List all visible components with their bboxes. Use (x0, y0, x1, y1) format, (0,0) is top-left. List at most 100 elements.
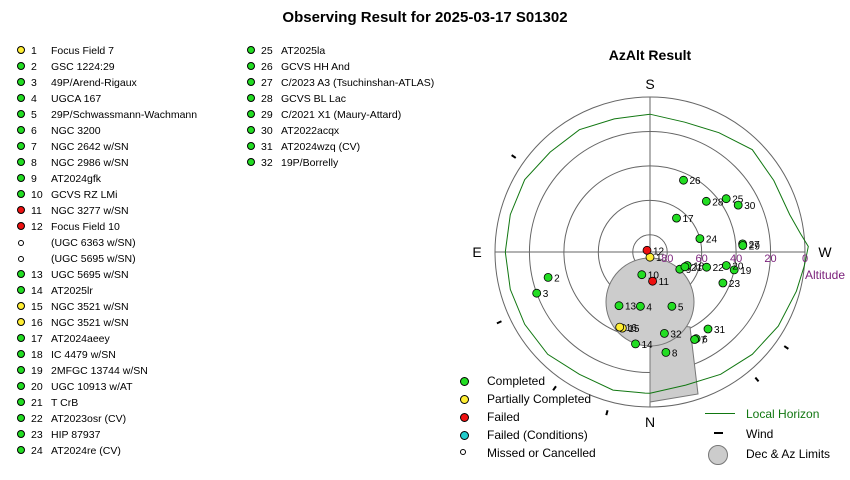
target-point (733, 200, 743, 210)
local-horizon (504, 113, 809, 394)
target-point (661, 347, 671, 357)
target-name: AT2023osr (CV) (51, 413, 127, 425)
target-name: AT2024aeey (51, 333, 110, 345)
status-dot-icon (17, 302, 25, 310)
target-name: 19P/Borrelly (281, 157, 339, 169)
wind-ticks (496, 154, 789, 416)
status-dot-icon (17, 366, 25, 374)
target-name: AT2024wzq (CV) (281, 141, 361, 153)
target-point-label: 25 (732, 195, 744, 206)
target-point-label: 6 (702, 335, 708, 346)
compass-left: E (472, 244, 481, 260)
target-number: 2 (31, 61, 37, 73)
target-number: 15 (31, 301, 43, 313)
target-name: UGCA 167 (51, 93, 102, 105)
target-point (721, 194, 731, 204)
status-dot-icon (17, 62, 25, 70)
status-dot-icon (18, 240, 24, 246)
target-point-label: 16 (626, 323, 638, 334)
wind-tick (783, 345, 789, 350)
target-name: Focus Field 7 (51, 45, 115, 57)
target-point (690, 335, 699, 344)
target-number: 18 (31, 349, 43, 361)
status-dot-icon (17, 382, 25, 390)
target-number: 31 (261, 141, 273, 153)
status-dot-icon (247, 94, 255, 102)
altitude-tick: 0 (802, 253, 808, 265)
compass-bottom: N (645, 414, 655, 430)
status-dot-icon (17, 270, 25, 278)
target-point-label: 8 (672, 348, 678, 359)
target-number: 13 (31, 269, 43, 281)
chart-title: AzAlt Result (609, 47, 692, 63)
target-number: 10 (31, 189, 43, 201)
target-name: AT2022acqx (281, 125, 340, 137)
target-name: NGC 3277 w/SN (51, 205, 129, 217)
target-name: HIP 87937 (51, 429, 101, 441)
target-point-label: 27 (749, 240, 761, 251)
target-point-label: 26 (690, 176, 702, 187)
target-name: (UGC 6363 w/SN) (51, 237, 136, 249)
target-point (695, 234, 705, 244)
target-name: 2MFGC 13744 w/SN (51, 365, 148, 377)
compass-top: S (645, 76, 654, 92)
target-point (637, 270, 647, 280)
wind-tick (754, 376, 760, 383)
target-name: 29P/Schwassmann-Wachmann (51, 109, 198, 121)
status-dot-icon (17, 318, 25, 326)
target-number: 12 (31, 221, 43, 233)
legend-label: Missed or Cancelled (487, 446, 596, 460)
status-dot-icon (17, 126, 25, 134)
legend-label: Failed (487, 410, 520, 424)
target-point (667, 301, 677, 311)
target-name: NGC 2986 w/SN (51, 157, 129, 169)
wind-tick (496, 320, 502, 325)
target-number: 1 (31, 45, 37, 57)
target-name: (UGC 5695 w/SN) (51, 253, 136, 265)
target-number: 20 (31, 381, 43, 393)
status-dot-icon (247, 78, 255, 86)
target-name: C/2021 X1 (Maury-Attard) (281, 109, 402, 121)
target-point-label: 12 (653, 246, 665, 257)
legend-dot-icon (460, 449, 466, 455)
target-number: 11 (31, 205, 42, 217)
target-point (729, 265, 739, 275)
target-name: AT2025la (281, 45, 326, 57)
legend-label: Failed (Conditions) (487, 428, 588, 442)
target-name: NGC 2642 w/SN (51, 141, 129, 153)
status-dot-icon (17, 190, 25, 198)
wind-tick (511, 154, 517, 159)
target-number: 7 (31, 141, 37, 153)
compass-right: W (818, 244, 832, 260)
legend-horizon-icon (705, 413, 735, 414)
target-point-label: 17 (683, 214, 695, 225)
status-dot-icon (17, 174, 25, 182)
legend-dot-icon (460, 377, 469, 386)
target-point (615, 322, 625, 332)
dec-az-limits (605, 257, 699, 403)
legend-dot-icon (460, 431, 469, 440)
target-name: GCVS HH And (281, 61, 350, 73)
legend-label: Completed (487, 374, 546, 388)
status-dot-icon (247, 62, 255, 70)
target-point (614, 301, 624, 311)
status-dot-icon (247, 158, 255, 166)
target-point-label: 14 (642, 340, 654, 351)
target-point-label: 4 (646, 302, 652, 313)
status-dot-icon (17, 350, 25, 358)
target-point-label: 23 (729, 279, 741, 290)
target-point (631, 339, 640, 349)
target-point (660, 328, 669, 338)
target-number: 23 (31, 429, 43, 441)
target-number: 6 (31, 125, 37, 137)
target-point-label: 5 (678, 302, 684, 313)
status-dot-icon (17, 110, 25, 118)
target-point-label: 11 (659, 277, 670, 288)
altitude-axis-label: Altitude (805, 268, 845, 282)
status-dot-icon (247, 126, 255, 134)
target-point (701, 196, 711, 206)
altitude-tick: 20 (764, 253, 776, 265)
target-point (738, 241, 748, 250)
status-dot-icon (247, 142, 255, 150)
